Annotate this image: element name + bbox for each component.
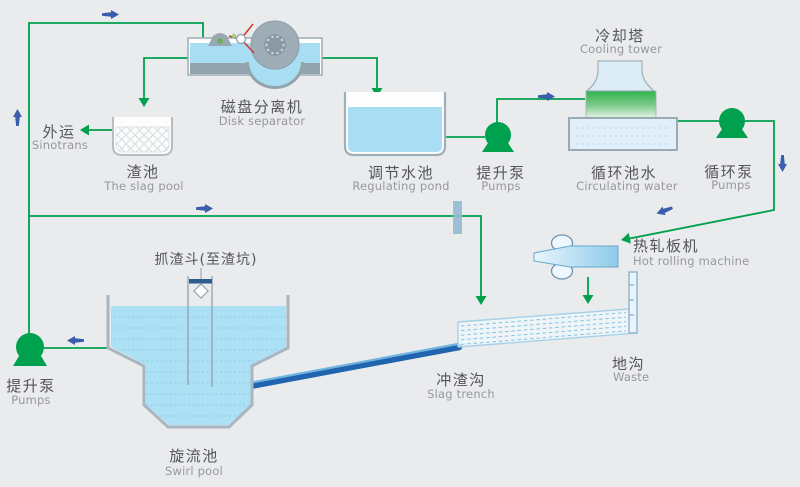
direction-arrows: [13, 10, 787, 345]
separator-rake-pivot: [235, 33, 247, 45]
labels: 磁盘分离机 Disk separator 外运 Sinotrans 渣池 The…: [6, 27, 754, 478]
trench-outline: [457, 308, 638, 348]
regulating-pond: [343, 92, 447, 157]
flow-line-swirl-to-separator: [28, 22, 204, 334]
flow-line-separator-to-slagpool: [143, 57, 190, 99]
label-sinotrans-zh: 外运: [42, 123, 75, 141]
arrow-left-up: [13, 109, 22, 126]
arrow-mid-right: [196, 204, 213, 213]
hot-rolling-machine: [533, 234, 619, 280]
arrowhead-into-mill: [621, 232, 631, 244]
flow-arrowheads: [80, 88, 631, 305]
label-circulating-pump-zh: 循环泵: [704, 163, 754, 181]
mill-plate: [533, 245, 619, 268]
label-waste-en: Waste: [613, 370, 649, 384]
flow-line-pump-to-tower: [496, 98, 585, 123]
cooling-tower: [585, 60, 657, 119]
swirl-pool-wall: [106, 295, 290, 429]
label-swirl-pool-zh: 旋流池: [169, 447, 219, 465]
basin-body: [568, 117, 678, 151]
label-disk-separator-en: Disk separator: [219, 114, 306, 128]
label-swirl-pool-en: Swirl pool: [165, 464, 223, 478]
trench-water-lines: [460, 312, 627, 345]
grab-bucket-trolley: [189, 279, 212, 284]
waste-ruler: [628, 271, 638, 334]
arrowhead-mill-to-trench: [582, 295, 594, 304]
flow-lines: [28, 22, 775, 349]
arrow-top-right: [102, 10, 119, 19]
swirl-pool: [106, 268, 290, 429]
label-circulating-water-en: Circulating water: [576, 179, 678, 193]
arrow-to-tower-right: [538, 92, 555, 101]
pond-water: [348, 107, 442, 152]
label-lift-pump-bottom-en: Pumps: [11, 393, 51, 407]
basin-water-lines: [576, 127, 670, 145]
pumps: [13, 108, 748, 366]
circulating-pump: [716, 108, 748, 138]
label-grab-bucket-zh: 抓渣斗(至渣坑): [155, 252, 258, 268]
separator-disk-dots: [265, 35, 285, 55]
lift-pump-top: [482, 122, 514, 152]
label-circulating-pump-en: Pumps: [711, 178, 751, 192]
separator-feeder-dot: [217, 38, 223, 44]
disk-separator-machine: [187, 20, 323, 89]
label-regulating-pond-en: Regulating pond: [352, 179, 449, 193]
separator-disk-hub: [264, 34, 286, 56]
label-cooling-tower-en: Cooling tower: [580, 42, 662, 56]
label-slag-pool-en: The slag pool: [103, 179, 183, 193]
swirl-pool-water: [111, 306, 286, 425]
flow-line-circpump-to-mill: [626, 120, 775, 240]
lift-pump-bottom: [13, 333, 47, 366]
arrowhead-into-slagpool: [138, 98, 150, 107]
arrow-pool-left: [67, 336, 84, 345]
trench-bed: [458, 309, 637, 347]
flow-line-separator-to-pond: [321, 57, 378, 89]
label-slag-pool-zh: 渣池: [126, 163, 159, 181]
label-sinotrans-en: Sinotrans: [32, 138, 88, 152]
slag-pipe: [230, 342, 463, 393]
waste-ruler-body: [628, 271, 638, 334]
separator-housing-water: [249, 62, 301, 86]
label-circulating-water-zh: 循环池水: [591, 164, 657, 182]
label-hot-rolling-zh: 热轧板机: [633, 237, 699, 255]
slag-pool-slag: [115, 126, 170, 153]
slag-trench-channel: [457, 308, 638, 348]
arrowhead-into-slagtrench: [475, 296, 487, 305]
label-lift-pump-bottom-zh: 提升泵: [6, 377, 56, 395]
label-slag-trench-en: Slag trench: [427, 387, 495, 401]
grab-bucket-claw: [193, 283, 209, 299]
slag-pipe-highlight: [234, 342, 460, 387]
flow-line-mid-to-trench: [29, 215, 482, 297]
label-cooling-tower-zh: 冷却塔: [595, 27, 645, 45]
label-lift-pump-top-en: Pumps: [481, 179, 521, 193]
label-slag-trench-zh: 冲渣沟: [436, 371, 486, 389]
circulating-water-basin: [568, 117, 678, 151]
label-hot-rolling-en: Hot rolling machine: [633, 254, 749, 268]
grab-bucket: [187, 268, 213, 387]
arrow-circ-down: [778, 155, 787, 172]
label-lift-pump-top-zh: 提升泵: [476, 164, 526, 182]
slag-pipe-body: [230, 343, 463, 393]
slag-pool: [112, 117, 173, 156]
cooling-tower-fill-pack: [585, 90, 657, 119]
label-regulating-pond-zh: 调节水池: [368, 164, 434, 182]
waste-ruler-ticks: [629, 284, 634, 316]
arrowhead-to-sinotrans: [80, 124, 89, 136]
arrow-to-mill-diagonal: [656, 206, 673, 216]
label-disk-separator-zh: 磁盘分离机: [221, 98, 304, 116]
separator-rake-dot: [231, 33, 237, 39]
swirl-pool-water-lines: [111, 316, 286, 417]
label-waste-zh: 地沟: [612, 355, 645, 373]
gate-valve: [453, 201, 462, 234]
